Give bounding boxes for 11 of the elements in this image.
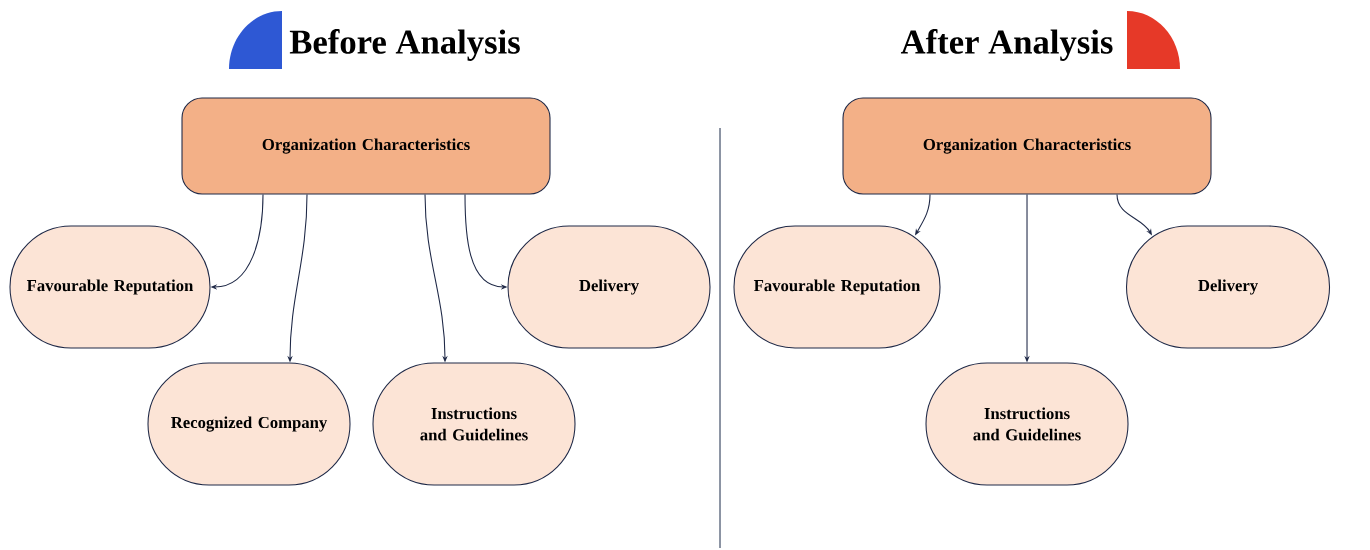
rounded-box: Instructions and Guidelines xyxy=(372,362,576,486)
rounded-box: Delivery xyxy=(1126,225,1331,349)
heading-box: Organization Characteristics xyxy=(842,97,1212,195)
rounded-box: Instructions and Guidelines xyxy=(925,362,1129,486)
heading-box: Organization Characteristics xyxy=(181,97,551,195)
heading: Before Analysis xyxy=(289,29,520,61)
rounded-box: Favourable Reputation xyxy=(733,225,941,349)
rounded-box: Favourable Reputation xyxy=(9,225,211,349)
rounded-box: Delivery xyxy=(507,225,711,349)
heading: After Analysis xyxy=(900,29,1113,61)
rounded-box: Recognized Company xyxy=(147,362,351,486)
